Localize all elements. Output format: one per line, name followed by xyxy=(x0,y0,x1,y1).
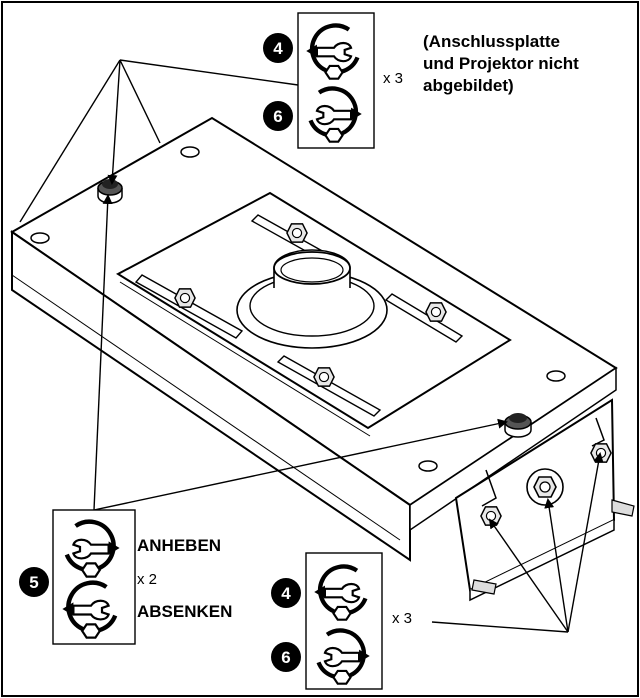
step-badge xyxy=(19,567,49,597)
mounting-plate xyxy=(10,116,635,602)
quantity-label: x 2 xyxy=(137,571,158,588)
tilt-knob-left xyxy=(97,179,123,204)
quantity-label: x 3 xyxy=(392,610,413,627)
step-number: 5 xyxy=(29,573,38,592)
note-line: abgebildet) xyxy=(423,76,514,95)
step-badge xyxy=(271,642,301,672)
leader-lines xyxy=(19,59,604,633)
step-badge xyxy=(263,33,293,63)
raise-label: ANHEBEN xyxy=(137,536,222,555)
step-number: 4 xyxy=(281,584,291,603)
top-callout: 4 6 xyxy=(263,12,375,149)
step-badge xyxy=(263,101,293,131)
note-text: (Anschlussplatte und Projektor nicht abg… xyxy=(423,31,638,97)
side-bracket xyxy=(454,398,635,602)
quantity-label: x 3 xyxy=(383,70,404,87)
step-number: 4 xyxy=(273,39,283,58)
note-line: (Anschlussplatte xyxy=(423,32,560,51)
step-number: 6 xyxy=(281,648,290,667)
note-line: und Projektor nicht xyxy=(423,54,579,73)
bottom-callout: 4 6 xyxy=(271,552,383,690)
step-badge xyxy=(271,578,301,608)
tilt-knob-right xyxy=(504,413,532,438)
step-number: 6 xyxy=(273,107,282,126)
left-callout: 5 xyxy=(19,509,136,645)
lower-label: ABSENKEN xyxy=(137,602,233,621)
